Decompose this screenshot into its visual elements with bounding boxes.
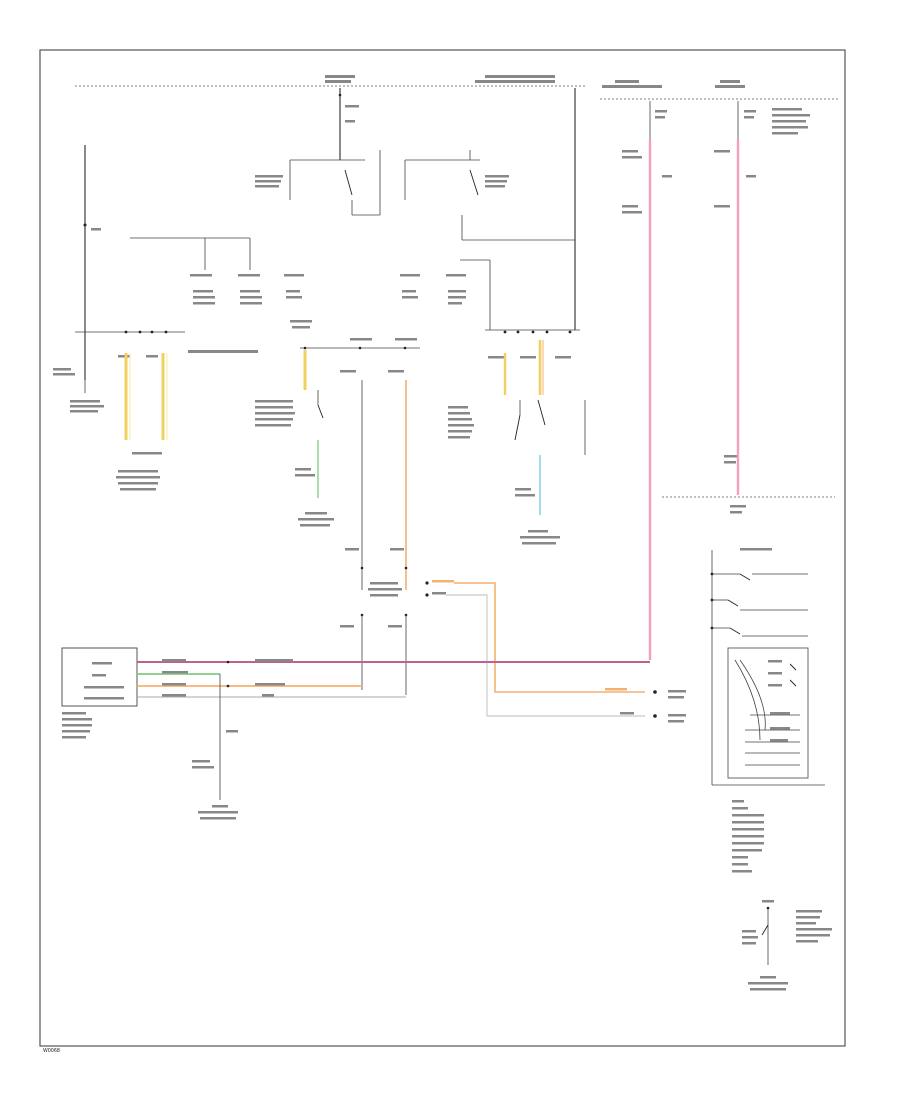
driver-switch-ground-label <box>295 468 334 527</box>
module-wire-labels <box>162 659 293 697</box>
left-relay <box>255 88 381 216</box>
gray-wire-right <box>446 594 645 717</box>
module-ground <box>192 674 238 820</box>
left-bottom-module <box>61 647 138 739</box>
central-junction <box>340 566 454 695</box>
left-power-branch <box>53 145 185 413</box>
right-relay <box>404 88 576 330</box>
passenger-seat-switch <box>400 259 586 455</box>
front-driver-seat-switch <box>255 390 324 427</box>
center-module-connectors <box>290 320 420 350</box>
right-fuse-branches <box>622 101 810 514</box>
top-labels <box>325 75 745 88</box>
right-switch-assembly <box>710 548 825 786</box>
right-lower-connector-labels <box>605 688 686 723</box>
left-bottom-connector-labels <box>116 452 162 491</box>
passenger-switch-ground-label <box>515 488 560 545</box>
seat-switch-feeds-left <box>130 237 304 305</box>
front-control-module <box>118 330 258 358</box>
diagram-frame <box>39 49 846 1047</box>
center-wire-labels <box>340 370 404 551</box>
orange-wire-right <box>454 582 645 693</box>
bottom-right-ground <box>742 900 832 991</box>
right-assembly-legend <box>732 800 764 873</box>
footer-code: W0068 <box>43 1048 60 1054</box>
